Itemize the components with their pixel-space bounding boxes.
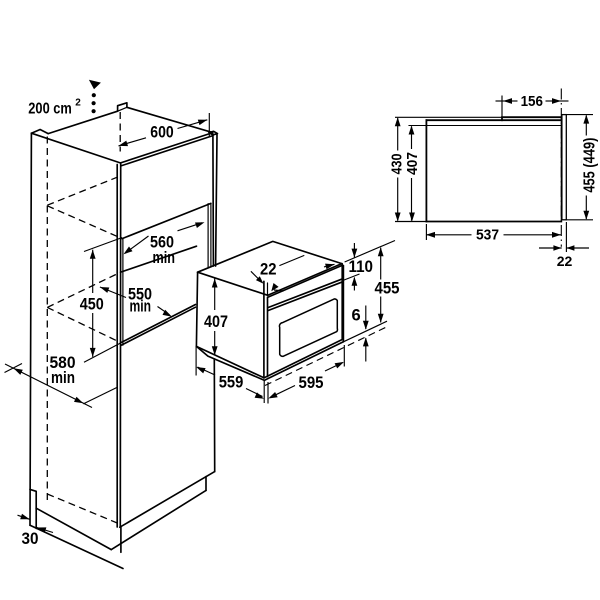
svg-text:450: 450: [80, 296, 104, 314]
svg-text:430: 430: [389, 154, 406, 175]
svg-text:156: 156: [521, 94, 543, 110]
svg-text:559: 559: [219, 373, 244, 391]
svg-text:407: 407: [204, 313, 228, 331]
svg-text:22: 22: [260, 261, 277, 279]
svg-text:455 (449): 455 (449): [581, 138, 598, 193]
svg-text:560: 560: [150, 234, 174, 252]
svg-text:2: 2: [75, 98, 81, 109]
svg-text:30: 30: [22, 530, 39, 548]
svg-text:580: 580: [50, 354, 76, 372]
svg-text:min: min: [51, 369, 75, 387]
svg-text:537: 537: [476, 228, 499, 244]
svg-text:200 cm: 200 cm: [28, 101, 72, 118]
svg-text:550: 550: [128, 286, 152, 304]
svg-text:min: min: [153, 249, 176, 267]
svg-text:min: min: [130, 298, 152, 316]
svg-text:595: 595: [299, 374, 324, 392]
svg-text:407: 407: [404, 152, 421, 175]
svg-text:455: 455: [375, 280, 400, 298]
svg-text:6: 6: [352, 307, 361, 325]
svg-text:600: 600: [150, 123, 173, 141]
svg-text:22: 22: [557, 253, 573, 269]
svg-text:110: 110: [349, 258, 374, 276]
